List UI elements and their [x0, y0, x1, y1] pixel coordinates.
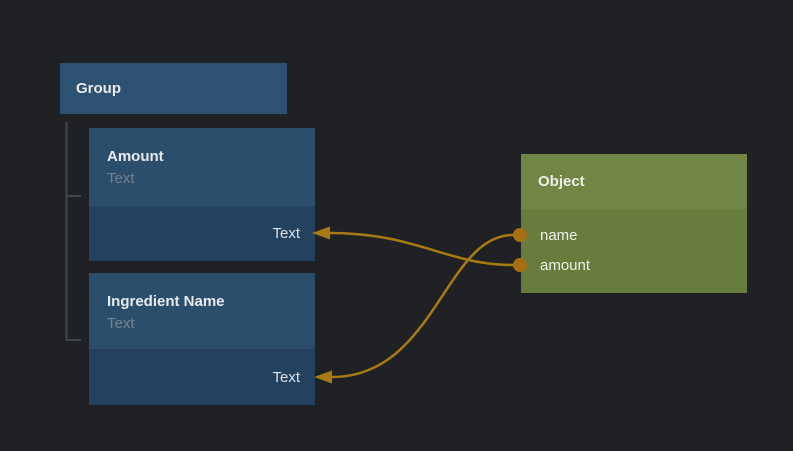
object-node-title: Object	[538, 173, 585, 190]
field-node-amount[interactable]: Amount Text Text	[89, 128, 315, 261]
field-node-ingredient-name-title: Ingredient Name	[107, 293, 225, 310]
field-node-ingredient-name-input-port[interactable]: Text	[272, 368, 300, 386]
field-node-amount-title: Amount	[107, 148, 164, 165]
wire-name-to-ingredient-field[interactable]	[330, 233, 515, 379]
object-name-port-icon[interactable]	[513, 228, 527, 242]
field-node-amount-subtitle: Text	[107, 170, 135, 187]
group-node[interactable]: Group	[60, 63, 287, 114]
object-field-name-label: name	[540, 226, 578, 244]
object-field-row-amount: amount	[521, 250, 747, 280]
field-node-amount-input-port[interactable]: Text	[272, 225, 300, 242]
field-node-ingredient-name-port-row: Text	[89, 349, 315, 405]
field-node-amount-port-row: Text	[89, 206, 315, 261]
group-node-title: Group	[76, 80, 121, 97]
object-field-amount-label: amount	[540, 256, 591, 274]
object-amount-port-icon[interactable]	[513, 258, 527, 272]
field-node-ingredient-name-subtitle: Text	[107, 315, 135, 332]
field-node-amount-header: Amount Text	[89, 128, 315, 206]
object-node-body: name amount	[521, 209, 747, 280]
object-node-header: Object	[521, 154, 747, 209]
field-node-ingredient-name[interactable]: Ingredient Name Text Text	[89, 273, 315, 405]
field-node-ingredient-name-header: Ingredient Name Text	[89, 273, 315, 349]
object-node[interactable]: Object name amount	[521, 154, 747, 293]
tree-branch-line	[65, 122, 81, 341]
object-field-row-name: name	[521, 220, 747, 250]
wire-amount-to-amount-field[interactable]	[328, 231, 515, 267]
wire-arrowhead-name-icon	[314, 370, 332, 384]
